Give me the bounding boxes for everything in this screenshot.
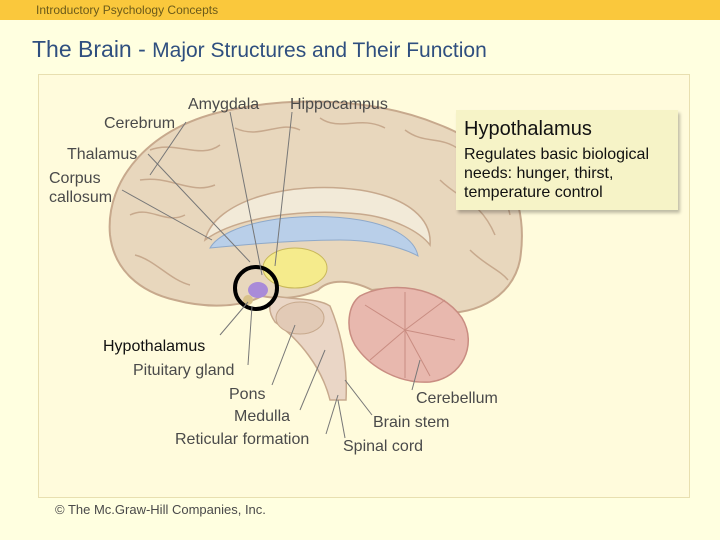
label-hypothalamus: Hypothalamus: [103, 338, 206, 355]
course-title: Introductory Psychology Concepts: [36, 3, 219, 17]
label-corpus-callosum-line1: Corpus: [49, 170, 101, 187]
label-reticular-formation: Reticular formation: [175, 431, 310, 448]
copyright-notice: © The Mc.Graw-Hill Companies, Inc.: [55, 502, 266, 517]
cerebellum-shape: [348, 286, 470, 383]
cerebellum-folia: [364, 292, 456, 378]
leader-lines: [121, 111, 421, 439]
slide-title: The Brain - Major Structures and Their F…: [32, 36, 487, 63]
title-main: The Brain -: [32, 36, 153, 62]
hypothalamus-shape: [248, 282, 268, 298]
label-cerebellum: Cerebellum: [416, 390, 498, 407]
thalamus-shape: [262, 247, 328, 289]
pituitary-shape: [243, 295, 253, 305]
label-thalamus: Thalamus: [67, 146, 138, 163]
corpus-callosum-shape: [203, 186, 431, 248]
cortex-folds: [129, 117, 511, 286]
label-amygdala: Amygdala: [188, 96, 260, 113]
callout-title: Hypothalamus: [464, 118, 592, 140]
label-hippocampus: Hippocampus: [290, 96, 388, 113]
label-cerebrum: Cerebrum: [104, 115, 176, 132]
highlight-circle-icon: [233, 265, 279, 311]
label-medulla: Medulla: [234, 408, 291, 425]
callout-description: Regulates basic biological needs: hunger…: [464, 146, 649, 201]
label-pituitary-gland: Pituitary gland: [133, 362, 235, 379]
label-pons: Pons: [229, 386, 266, 403]
pons-shape: [275, 301, 325, 335]
ventricle-shape: [209, 215, 419, 257]
label-spinal-cord: Spinal cord: [343, 438, 424, 455]
label-brain-stem: Brain stem: [373, 414, 450, 431]
title-sub: Major Structures and Their Function: [152, 39, 487, 62]
hypothalamus-callout: Hypothalamus Regulates basic biological …: [456, 110, 678, 210]
label-corpus-callosum-line2: callosum: [49, 189, 113, 206]
header-bar: Introductory Psychology Concepts: [0, 0, 720, 20]
